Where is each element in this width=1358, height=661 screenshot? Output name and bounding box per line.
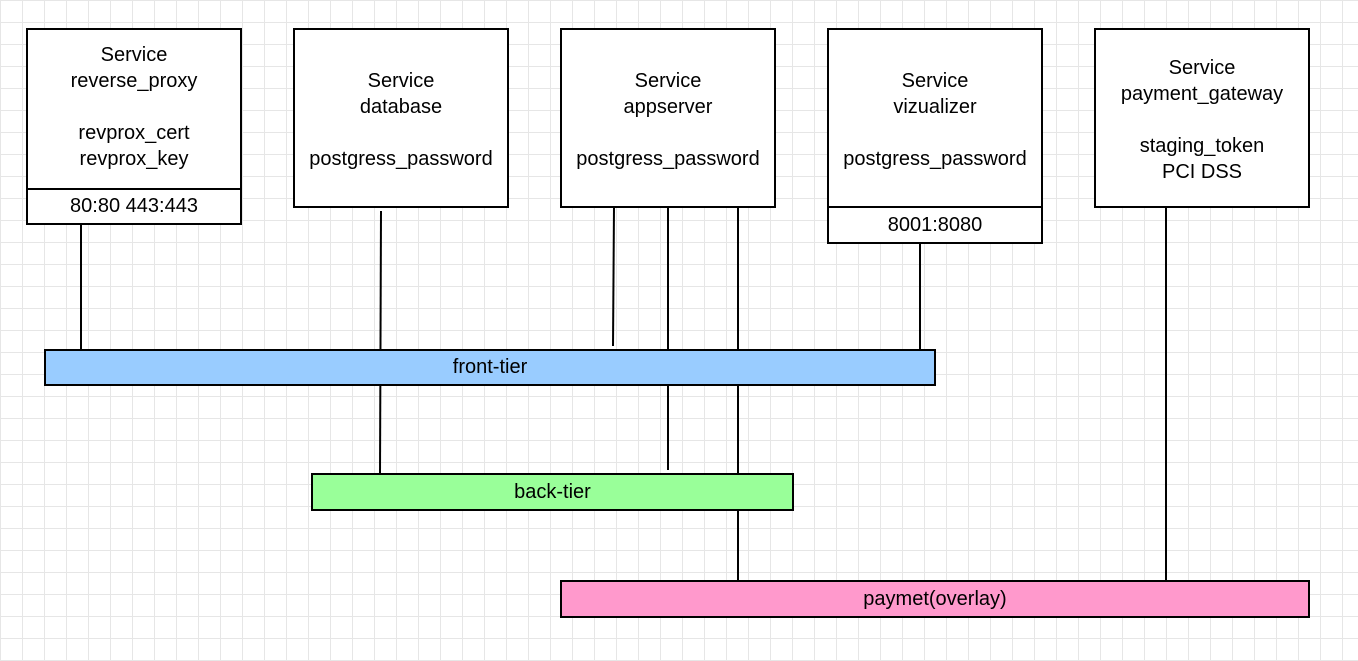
service-heading: Service	[367, 70, 435, 92]
service-name: reverse_proxy	[70, 70, 198, 92]
service-reverse-proxy[interactable]: Service reverse_proxy revprox_cert revpr…	[26, 28, 242, 190]
service-appserver[interactable]: Service appserver postgress_password	[560, 28, 776, 208]
secret-label: postgress_password	[843, 148, 1027, 170]
connector-appserver-front-tier	[612, 206, 615, 347]
secret-label: postgress_password	[576, 148, 760, 170]
service-heading: Service	[100, 44, 168, 66]
network-back-tier[interactable]: back-tier	[311, 473, 794, 511]
network-payment-overlay[interactable]: paymet(overlay)	[560, 580, 1310, 618]
service-vizualizer[interactable]: Service vizualizer postgress_password	[827, 28, 1043, 208]
secret-label: postgress_password	[309, 148, 493, 170]
port-reverse-proxy: 80:80 443:443	[26, 188, 242, 225]
secret-label: revprox_cert	[78, 122, 190, 144]
service-database-label: Service database postgress_password	[295, 68, 507, 172]
service-name: database	[359, 96, 443, 118]
service-reverse-proxy-label: Service reverse_proxy revprox_cert revpr…	[28, 42, 240, 172]
service-name: payment_gateway	[1120, 83, 1284, 105]
service-heading: Service	[634, 70, 702, 92]
service-name: vizualizer	[893, 96, 977, 118]
service-appserver-label: Service appserver postgress_password	[562, 68, 774, 172]
network-front-tier[interactable]: front-tier	[44, 349, 936, 386]
service-name: appserver	[623, 96, 713, 118]
connector-database-back-tier	[379, 210, 382, 475]
secret-label: revprox_key	[79, 148, 189, 170]
port-vizualizer: 8001:8080	[827, 206, 1043, 244]
secret-label: staging_token	[1139, 135, 1265, 157]
service-payment-gateway-label: Service payment_gateway staging_token PC…	[1096, 55, 1308, 185]
service-heading: Service	[1168, 57, 1236, 79]
service-vizualizer-label: Service vizualizer postgress_password	[829, 68, 1041, 172]
service-heading: Service	[901, 70, 969, 92]
service-payment-gateway[interactable]: Service payment_gateway staging_token PC…	[1094, 28, 1310, 208]
secret-label: PCI DSS	[1161, 161, 1243, 183]
service-database[interactable]: Service database postgress_password	[293, 28, 509, 208]
